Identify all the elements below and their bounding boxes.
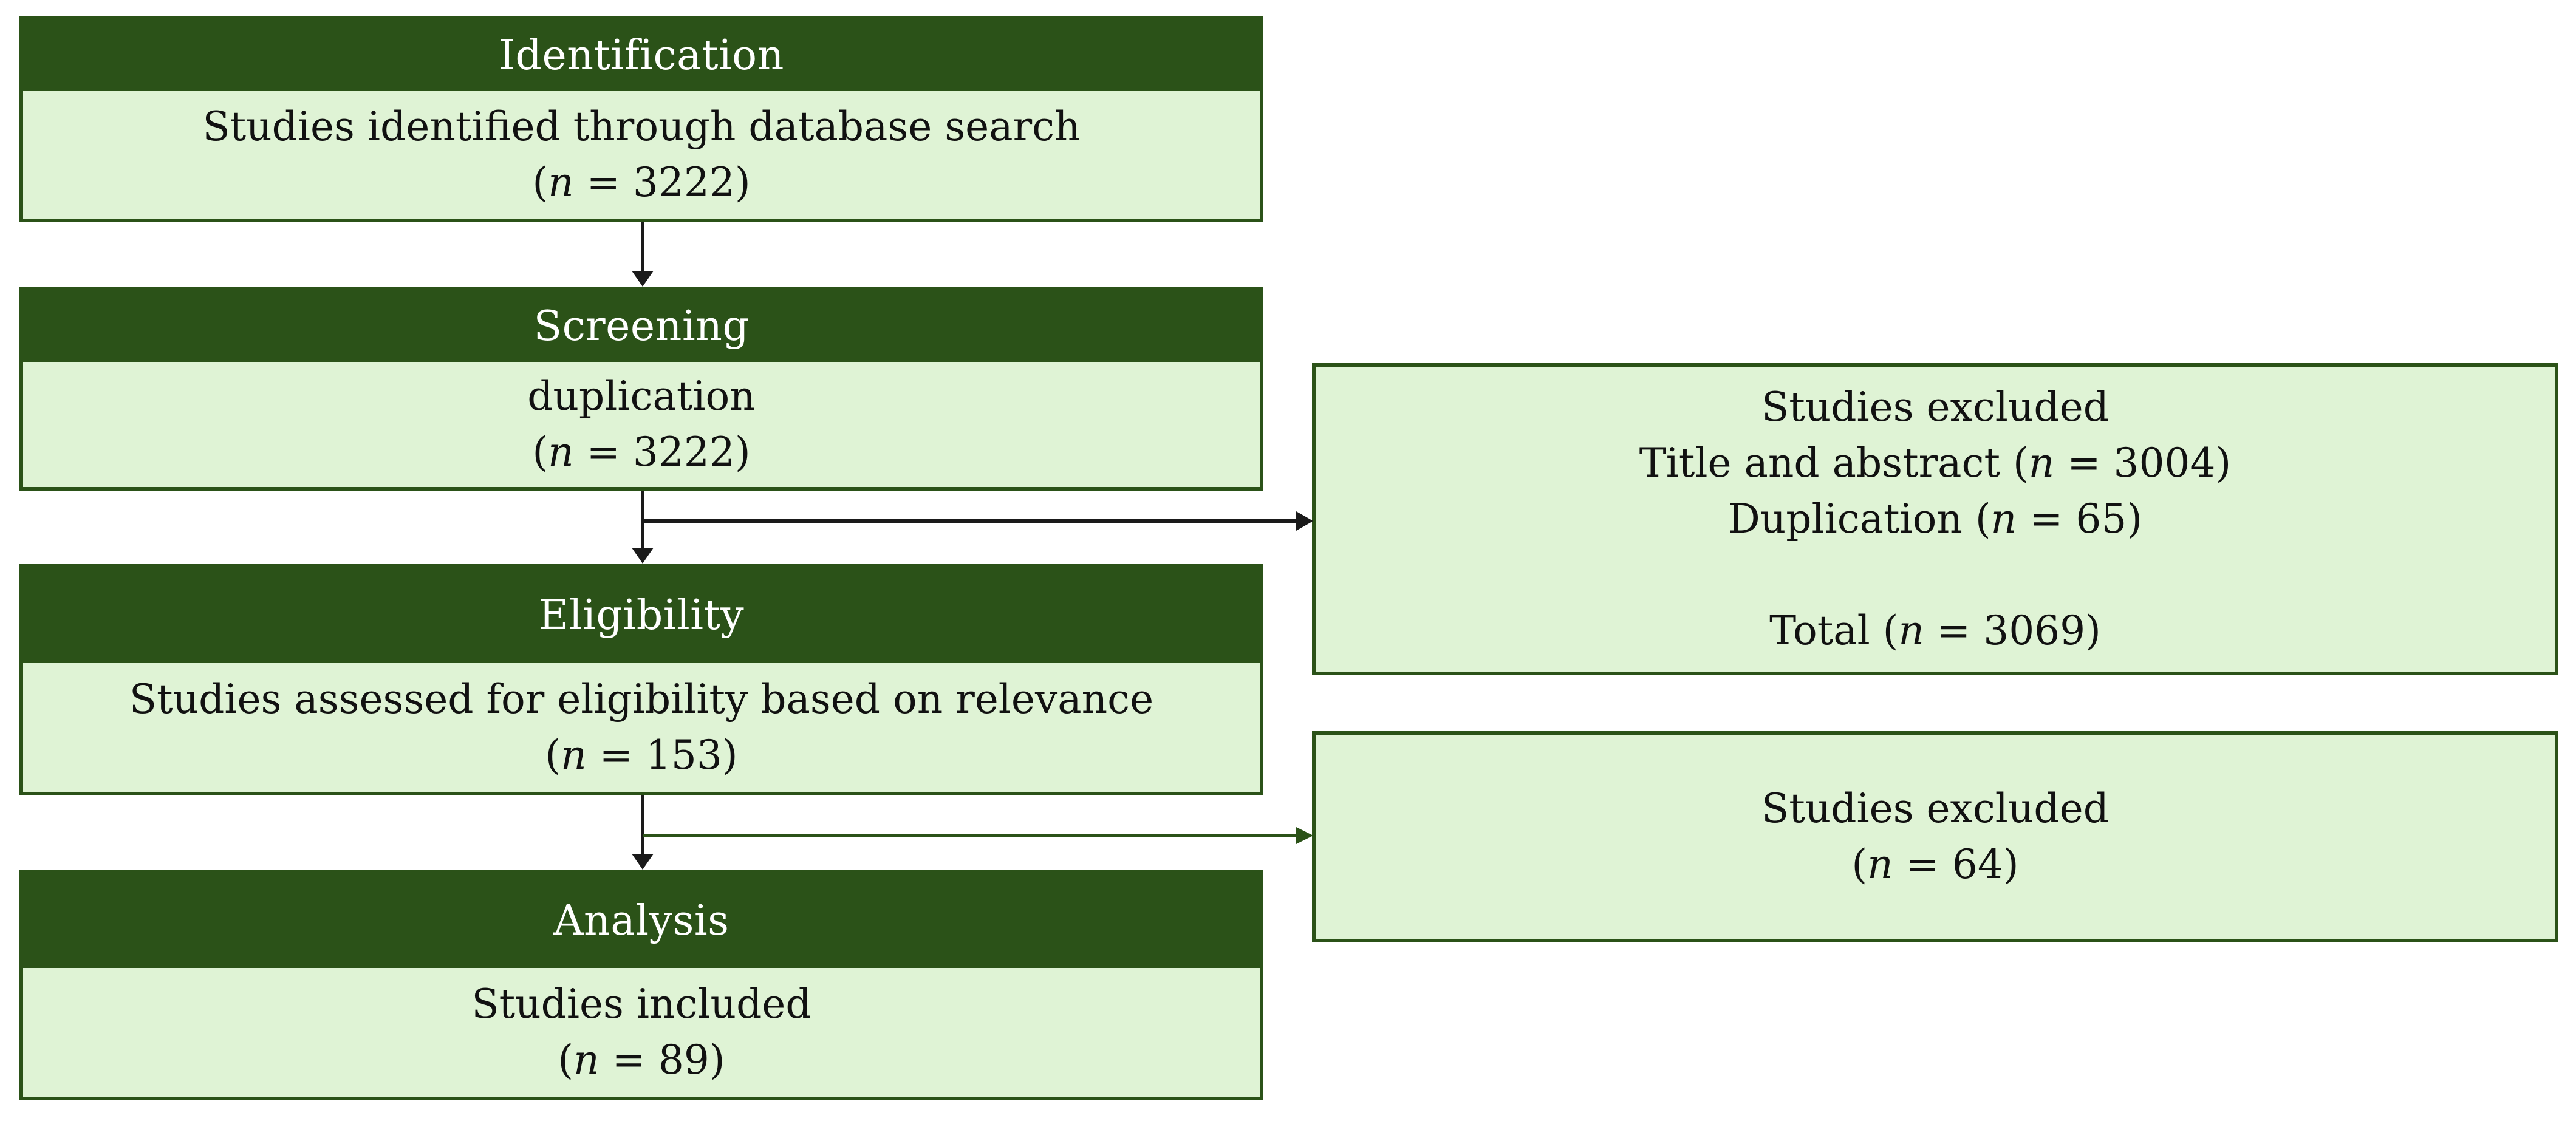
excluded-total-n: 3069 (1983, 607, 2086, 654)
screening-box: Screening duplication (n = 3222) (19, 287, 1263, 491)
eligibility-n-value: 153 (645, 732, 722, 778)
excluded-duplication-line: Duplication (n = 65) (1727, 496, 2143, 542)
excluded-screening-title: Studies excluded (1761, 384, 2109, 431)
excluded-eligibility-title: Studies excluded (1761, 785, 2109, 832)
identification-body: Studies identified through database sear… (23, 91, 1260, 219)
analysis-body: Studies included (n = 89) (23, 968, 1260, 1097)
eligibility-header: Eligibility (23, 567, 1260, 663)
arrowhead-screening-to-eligibility (632, 548, 654, 564)
excluded-screening-box: Studies excluded Title and abstract (n =… (1312, 363, 2558, 675)
analysis-box: Analysis Studies included (n = 89) (19, 870, 1263, 1100)
identification-n-value: 3222 (632, 159, 735, 206)
identification-box: Identification Studies identified throug… (19, 16, 1263, 222)
screening-count: (n = 3222) (532, 429, 751, 475)
excluded-duplication-n: 65 (2075, 496, 2127, 542)
eligibility-count: (n = 153) (545, 732, 738, 778)
excluded-eligibility-n: 64 (1952, 841, 2003, 888)
analysis-description: Studies included (471, 981, 811, 1027)
excluded-eligibility-count: (n = 64) (1851, 841, 2019, 888)
excluded-title-abstract-line: Title and abstract (n = 3004) (1639, 440, 2232, 486)
screening-n-value: 3222 (632, 429, 735, 475)
arrowhead-identification-to-screening (632, 271, 654, 287)
arrowhead-screening-to-excluded (1296, 511, 1313, 531)
eligibility-description: Studies assessed for eligibility based o… (129, 676, 1154, 723)
identification-description: Studies identified through database sear… (202, 103, 1081, 150)
screening-header: Screening (23, 290, 1260, 362)
eligibility-box: Eligibility Studies assessed for eligibi… (19, 564, 1263, 795)
analysis-count: (n = 89) (558, 1037, 725, 1083)
analysis-header: Analysis (23, 873, 1260, 968)
screening-body: duplication (n = 3222) (23, 362, 1260, 487)
screening-description: duplication (527, 373, 756, 420)
arrowhead-eligibility-to-analysis (632, 854, 654, 870)
excluded-title-abstract-n: 3004 (2113, 440, 2216, 486)
analysis-n-value: 89 (658, 1037, 709, 1083)
identification-header: Identification (23, 19, 1260, 91)
excluded-total-line: Total (n = 3069) (1769, 607, 2101, 654)
eligibility-body: Studies assessed for eligibility based o… (23, 663, 1260, 792)
arrowhead-eligibility-to-excluded (1296, 827, 1313, 844)
excluded-eligibility-box: Studies excluded (n = 64) (1312, 731, 2558, 942)
identification-count: (n = 3222) (532, 159, 751, 206)
